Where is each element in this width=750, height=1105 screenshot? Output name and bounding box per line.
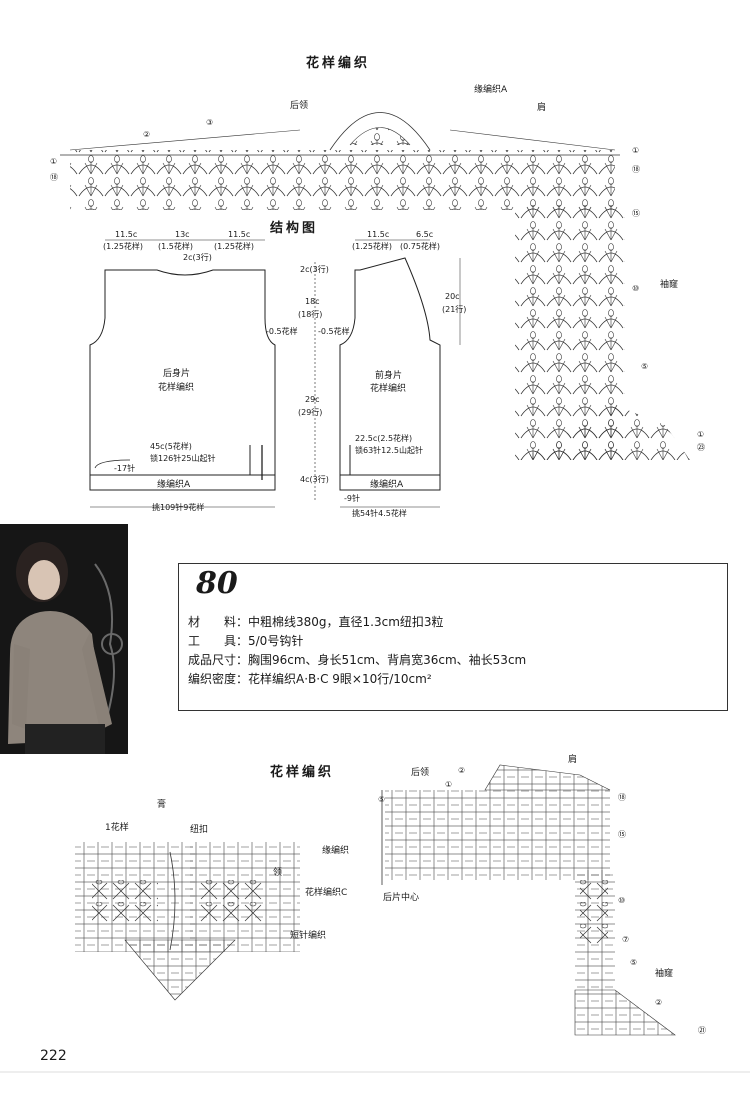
info-box [178,563,728,711]
dim-side-6: 4c(3行) [300,475,329,484]
br-marker-10: ⑩ [618,896,626,905]
spec-size: 成品尺寸：胸围96cm、身长51cm、背肩宽36cm、袖长53cm [188,653,527,667]
model-photo-illustration [0,524,128,754]
dim-side-1: 2c(3行) [300,265,329,274]
dim-top-3: 11.5c [228,230,251,239]
dim-top-1: 11.5c [115,230,138,239]
dim-side-4: 29c [305,395,320,404]
back-piece-name: 后身片 [163,369,191,379]
marker-right-1: ① [632,146,640,155]
br-marker-15: ⑮ [618,830,626,839]
br-marker-5: ⑤ [378,795,386,804]
armhole-right-sub: (21行) [442,305,467,314]
sleeve-cap-label: 袖窿 [660,280,679,290]
dim-side-3: (18行) [298,310,323,319]
front-count: 22.5c(2.5花样) [355,434,413,443]
back-neck-label: 后领 [290,101,309,111]
marker-right-10: ⑩ [632,284,640,293]
page-number: 222 [40,1048,67,1064]
bottom-chart-title: 花样编织 [270,765,335,780]
back-count: 45c(5花样) [150,442,192,451]
br-marker-1: ① [445,780,453,789]
bl-pattern-c-label: 花样编织C [305,888,348,898]
armhole-step-left: -0.5花样 [266,327,298,336]
spec-gauge: 编织密度：花样编织A·B·C 9眼×10行/10cm² [188,672,432,686]
br-marker-21: ㉑ [698,1026,706,1035]
spec-materials: 材 料：中粗棉线380g，直径1.3cm纽扣3粒 [188,615,444,629]
br-marker-7: ⑦ [622,935,630,944]
dim-top-1-sub: (1.25花样) [103,242,144,251]
br-center-label: 后片中心 [383,893,420,903]
marker-row-1: ① [50,157,58,166]
bl-repeat-label: 1花样 [105,823,129,833]
back-edge-label: 缘编织A [157,480,191,490]
back-dec: -17针 [114,464,136,473]
back-start: 锁126针25山起针 [150,454,216,463]
dim-top-3-sub: (1.25花样) [214,242,255,251]
dim-side-5: (29行) [298,408,323,417]
spec-tools: 工 具：5/0号钩针 [188,634,304,648]
br-marker-2b: ② [655,998,663,1007]
marker-right-18: ⑱ [632,165,640,174]
dim-top-5: 6.5c [416,230,434,239]
structure-title: 结构图 [270,221,319,236]
br-shoulder-label: 肩 [568,755,578,765]
armhole-step-right: -0.5花样 [318,327,350,336]
marker-right-23: ㉓ [697,443,705,452]
br-sleeve-cap-label: 袖窿 [655,969,674,979]
armhole-right: 20c [445,292,460,301]
edging-a-label: 缘编织A [474,85,508,95]
neck-drop: 2c(3行) [183,253,212,262]
front-piece-pattern: 花样编织 [370,384,407,394]
marker-right-1b: ① [697,430,705,439]
marker-row-18: ⑱ [50,173,58,182]
bl-top-label: 膏 [157,800,167,810]
back-piece-pattern: 花样编织 [158,383,195,393]
front-start: 锁63针12.5山起针 [355,446,423,455]
dim-top-2-sub: (1.5花样) [158,242,193,251]
front-dec: -9针 [344,494,360,503]
dim-top-4-sub: (1.25花样) [352,242,393,251]
br-marker-5b: ⑤ [630,958,638,967]
design-number: 80 [196,566,238,601]
front-piece-name: 前身片 [375,371,403,381]
bl-short-st-label: 短针编织 [290,931,327,941]
back-pickup: 挑109针9花样 [152,503,205,512]
front-edge-label: 缘编织A [370,480,404,490]
front-pickup: 挑54针4.5花样 [352,509,407,518]
br-marker-2: ② [458,766,466,775]
bl-neck-label: 领 [273,868,283,878]
br-marker-18: ⑱ [618,793,626,802]
dim-top-5-sub: (0.75花样) [400,242,441,251]
marker-right-5: ⑤ [641,362,649,371]
bl-button-label: 纽扣 [190,825,209,835]
dim-top-2: 13c [175,230,190,239]
shoulder-label: 肩 [537,103,547,113]
marker-row-2: ② [143,130,151,139]
br-back-neck-label: 后领 [411,768,430,778]
top-chart-title: 花样编织 [306,56,371,71]
dim-top-4: 11.5c [367,230,390,239]
marker-row-3: ③ [206,118,214,127]
model-photo [0,524,128,754]
marker-right-15: ⑮ [632,209,640,218]
bl-edging-label: 缘编织 [322,846,350,856]
dim-side-2: 18c [305,297,320,306]
